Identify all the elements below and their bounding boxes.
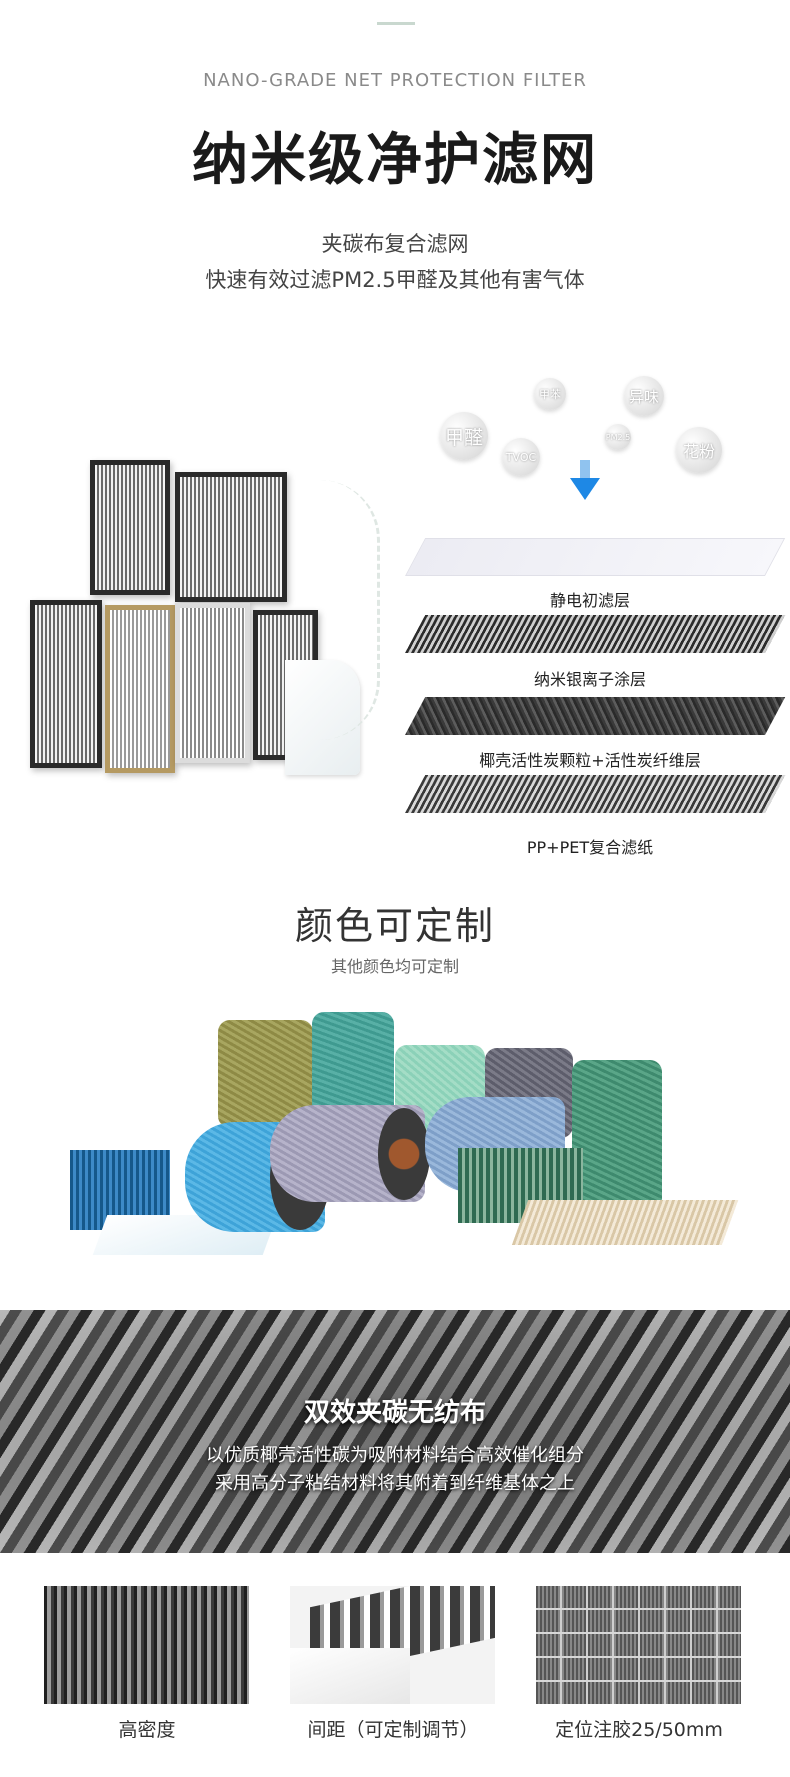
layer-pp-pet	[405, 775, 786, 813]
banner-text-line-2: 采用高分子粘结材料将其附着到纤维基体之上	[215, 1473, 575, 1494]
pollutant-label: TVOC	[505, 450, 537, 464]
layer-electrostatic	[405, 538, 786, 576]
pollutant-label: 花粉	[682, 442, 715, 461]
banner-text-line-1: 以优质椰壳活性碳为吸附材料结合高效催化组分	[206, 1445, 584, 1466]
layer-label: 静电初滤层	[549, 591, 630, 610]
feature-label: 定位注胶25/50mm	[555, 1719, 723, 1741]
pollutant-bubble: 甲醛	[440, 412, 488, 460]
roll-end	[378, 1108, 430, 1200]
arrow-down-icon	[570, 460, 600, 500]
banner-overlay	[0, 1310, 790, 1553]
subtitle-english: NANO-GRADE NET PROTECTION FILTER	[203, 70, 587, 91]
filter-panel	[175, 603, 250, 763]
banner-title: 双效夹碳无纺布	[303, 1398, 486, 1428]
pollutant-label: 甲苯	[539, 388, 561, 401]
glue-grid	[536, 1586, 741, 1704]
feature-image-high-density	[44, 1586, 249, 1704]
layer-label: 纳米银离子涂层	[533, 670, 646, 689]
layer-label: 椰壳活性炭颗粒+活性炭纤维层	[479, 751, 701, 770]
filter-panel-gold-frame	[105, 605, 175, 773]
feature-label: 间距（可定制调节）	[307, 1719, 479, 1741]
carbon-cloth-banner	[0, 1310, 790, 1553]
filter-panel	[30, 600, 102, 768]
pollutant-bubble: TVOC	[502, 438, 540, 476]
feature-image-spacing	[290, 1586, 495, 1704]
section-subtitle-colors: 其他颜色均可定制	[330, 957, 459, 976]
page-title: 纳米级净护滤网	[192, 128, 598, 193]
pollutant-bubble: PM2.5	[605, 424, 631, 450]
filter-products-image	[25, 460, 360, 780]
dashed-arc	[320, 480, 380, 740]
layer-activated-carbon	[405, 697, 786, 735]
pollutant-label: 甲醛	[444, 426, 483, 449]
layer-label: PP+PET复合滤纸	[526, 838, 654, 857]
pollutant-bubble: 异味	[624, 376, 664, 416]
pollutant-label: PM2.5	[605, 432, 631, 442]
pollutant-bubble: 花粉	[676, 427, 722, 473]
filter-panel	[90, 460, 170, 595]
pollutant-label: 异味	[628, 387, 659, 406]
filter-panel	[175, 472, 287, 602]
pollutant-bubble: 甲苯	[534, 378, 566, 410]
description-line-2: 快速有效过滤PM2.5甲醛及其他有害气体	[205, 268, 585, 292]
layer-nano-silver	[405, 615, 786, 653]
sheet-pleated-beige	[511, 1200, 739, 1245]
roll-green	[572, 1060, 662, 1210]
feature-label: 高密度	[118, 1719, 176, 1741]
feature-image-glue-positioning	[536, 1586, 741, 1704]
white-sheet	[290, 1648, 410, 1704]
section-title-colors: 颜色可定制	[294, 904, 495, 948]
description-line-1: 夹碳布复合滤网	[321, 232, 469, 256]
top-accent-bar	[377, 22, 415, 25]
